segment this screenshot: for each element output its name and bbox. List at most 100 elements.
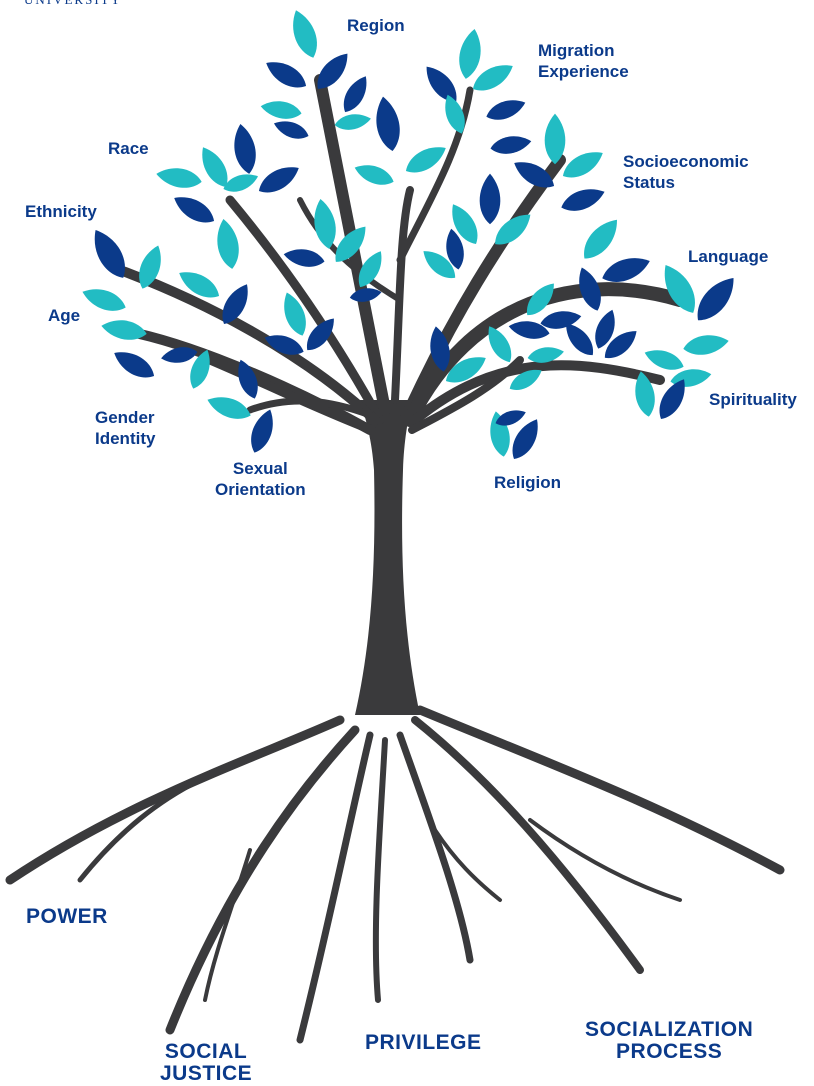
label-region: Region xyxy=(347,16,405,35)
root-mid-left xyxy=(296,731,374,1044)
trunk xyxy=(355,400,420,715)
leaf xyxy=(595,309,615,349)
leaf xyxy=(114,352,155,378)
label-age: Age xyxy=(48,306,81,325)
root-far-right xyxy=(415,705,785,875)
label-migration-experience: Migration Experience xyxy=(538,41,629,81)
label-ethnicity: Ethnicity xyxy=(25,202,97,221)
leaf xyxy=(179,272,220,298)
leaf xyxy=(334,114,371,130)
leaf xyxy=(251,409,273,453)
leaf xyxy=(495,214,531,245)
branch-race xyxy=(225,195,385,425)
leaf xyxy=(426,66,457,102)
leaf xyxy=(452,204,478,245)
leaf xyxy=(423,251,456,279)
leaf xyxy=(430,326,450,372)
label-language: Language xyxy=(688,247,769,266)
leaf xyxy=(405,147,446,173)
root-privilege xyxy=(372,737,388,1003)
leaf xyxy=(258,167,299,193)
leaf xyxy=(82,289,126,311)
branch-center xyxy=(391,186,414,404)
root-social-justice xyxy=(165,725,360,1035)
leaf xyxy=(495,410,526,426)
leaf xyxy=(508,321,550,339)
leaf xyxy=(479,173,501,225)
branch-religion xyxy=(408,356,524,434)
leaf xyxy=(445,357,486,383)
leaf xyxy=(664,265,695,313)
label-socioeconomic-status: Socioeconomic Status xyxy=(623,152,749,192)
leaf xyxy=(490,136,532,154)
label-race: Race xyxy=(108,139,149,158)
leaf xyxy=(540,311,582,329)
leaf xyxy=(472,65,513,91)
leaf xyxy=(335,226,366,262)
leaf xyxy=(354,165,394,185)
leaf xyxy=(217,219,239,269)
leaf xyxy=(544,113,566,165)
leaf xyxy=(509,369,542,390)
leaf xyxy=(376,96,400,151)
leaf xyxy=(293,10,317,58)
leaf xyxy=(161,347,198,363)
leaf xyxy=(584,219,617,259)
leaf xyxy=(683,335,729,355)
root-social-justice-twig xyxy=(203,848,252,1002)
leaf xyxy=(659,379,685,420)
leaf xyxy=(94,230,125,278)
leaf xyxy=(566,323,594,356)
leaf xyxy=(260,101,302,119)
root-label-socialization-process: SOCIALIZATION PROCESS xyxy=(585,1018,754,1063)
branch-spirituality xyxy=(410,360,665,425)
root-left-branch xyxy=(77,777,203,883)
leaf xyxy=(445,94,465,134)
leaf xyxy=(202,147,228,188)
label-religion: Religion xyxy=(494,473,562,492)
leaf xyxy=(579,267,601,311)
leaf xyxy=(234,124,256,174)
leaf xyxy=(644,350,684,370)
root-mid-right xyxy=(396,731,474,964)
leaf xyxy=(561,189,605,211)
leaves xyxy=(82,10,734,460)
leaf xyxy=(222,284,248,325)
leaf xyxy=(174,197,215,223)
leaf xyxy=(604,331,637,359)
leaf xyxy=(527,347,564,363)
label-sexual-orientation: Sexual Orientation xyxy=(215,459,306,499)
leaf xyxy=(343,76,367,113)
root-label-social-justice: SOCIAL JUSTICE xyxy=(160,1040,253,1085)
leaf xyxy=(459,29,481,79)
leaf xyxy=(512,419,538,460)
leaf xyxy=(526,283,554,316)
leaf xyxy=(488,326,512,363)
leaf xyxy=(101,320,147,340)
leaf xyxy=(190,349,210,389)
leaf xyxy=(266,62,307,88)
branch-ethnicity xyxy=(115,265,380,425)
root-mid-right-twig xyxy=(433,828,502,902)
leaf xyxy=(635,371,655,417)
root-label-privilege: PRIVILEGE xyxy=(365,1031,482,1054)
leaf xyxy=(156,168,202,188)
leaf xyxy=(264,335,304,355)
leaf xyxy=(283,249,325,267)
branch-migration xyxy=(396,86,474,264)
leaf xyxy=(697,277,734,321)
branch-socio xyxy=(399,154,566,426)
leaf xyxy=(562,152,603,178)
leaf xyxy=(238,359,258,399)
label-spirituality: Spirituality xyxy=(709,390,797,409)
leaf xyxy=(314,199,336,249)
leaf xyxy=(358,251,382,288)
leaf xyxy=(514,162,555,188)
label-gender-identity: Gender Identity xyxy=(95,408,156,448)
leaf xyxy=(207,397,251,419)
leaf xyxy=(602,258,650,282)
leaf xyxy=(306,318,334,351)
leaf xyxy=(486,100,526,120)
